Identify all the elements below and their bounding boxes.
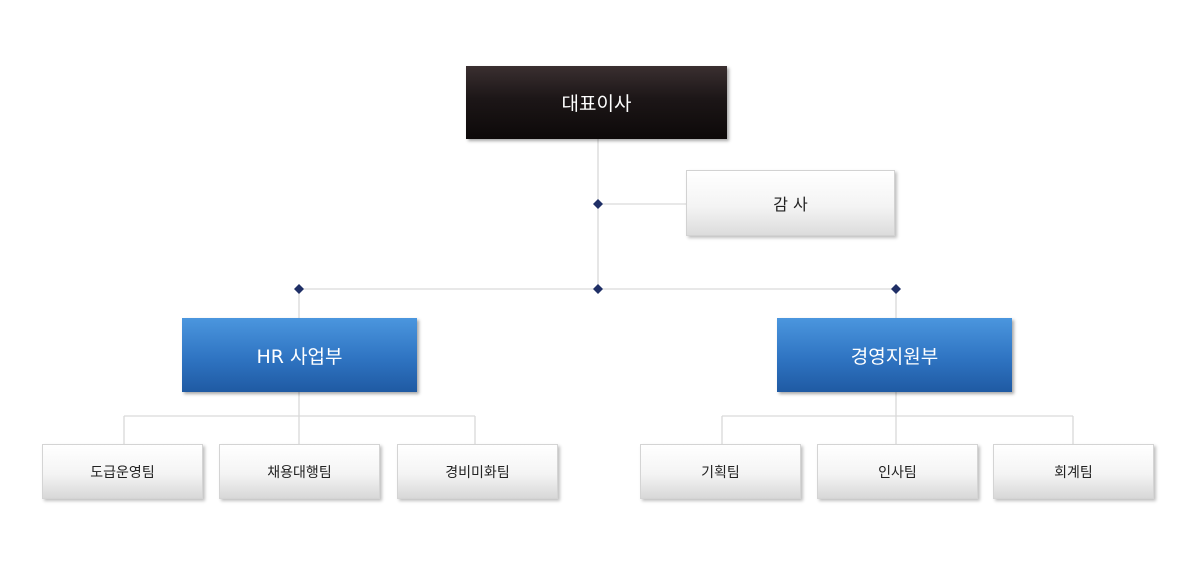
team-box-security-cleaning: 경비미화팀 [397, 444, 558, 499]
team-label: 인사팀 [878, 464, 917, 481]
audit-box: 감 사 [686, 170, 895, 236]
team-box-recruitment-agency: 채용대행팀 [219, 444, 380, 499]
team-box-accounting: 회계팀 [993, 444, 1154, 499]
audit-junction-diamond [593, 199, 603, 209]
center-junction-diamond [593, 284, 603, 294]
team-label: 도급운영팀 [90, 464, 155, 481]
management-support-division-label: 경영지원부 [850, 345, 939, 368]
team-box-planning: 기획팀 [640, 444, 801, 499]
management-support-division-box: 경영지원부 [777, 318, 1012, 392]
team-label: 채용대행팀 [267, 464, 332, 481]
left-junction-diamond [294, 284, 304, 294]
ceo-label: 대표이사 [561, 93, 632, 115]
team-label: 경비미화팀 [445, 464, 510, 481]
ceo-box: 대표이사 [466, 66, 727, 139]
team-box-contract-operations: 도급운영팀 [42, 444, 203, 499]
team-label: 회계팀 [1054, 464, 1093, 481]
hr-division-label: HR 사업부 [256, 345, 343, 368]
hr-division-box: HR 사업부 [182, 318, 417, 392]
team-label: 기획팀 [701, 464, 740, 481]
right-junction-diamond [891, 284, 901, 294]
team-box-personnel: 인사팀 [817, 444, 978, 499]
audit-label: 감 사 [773, 195, 808, 214]
